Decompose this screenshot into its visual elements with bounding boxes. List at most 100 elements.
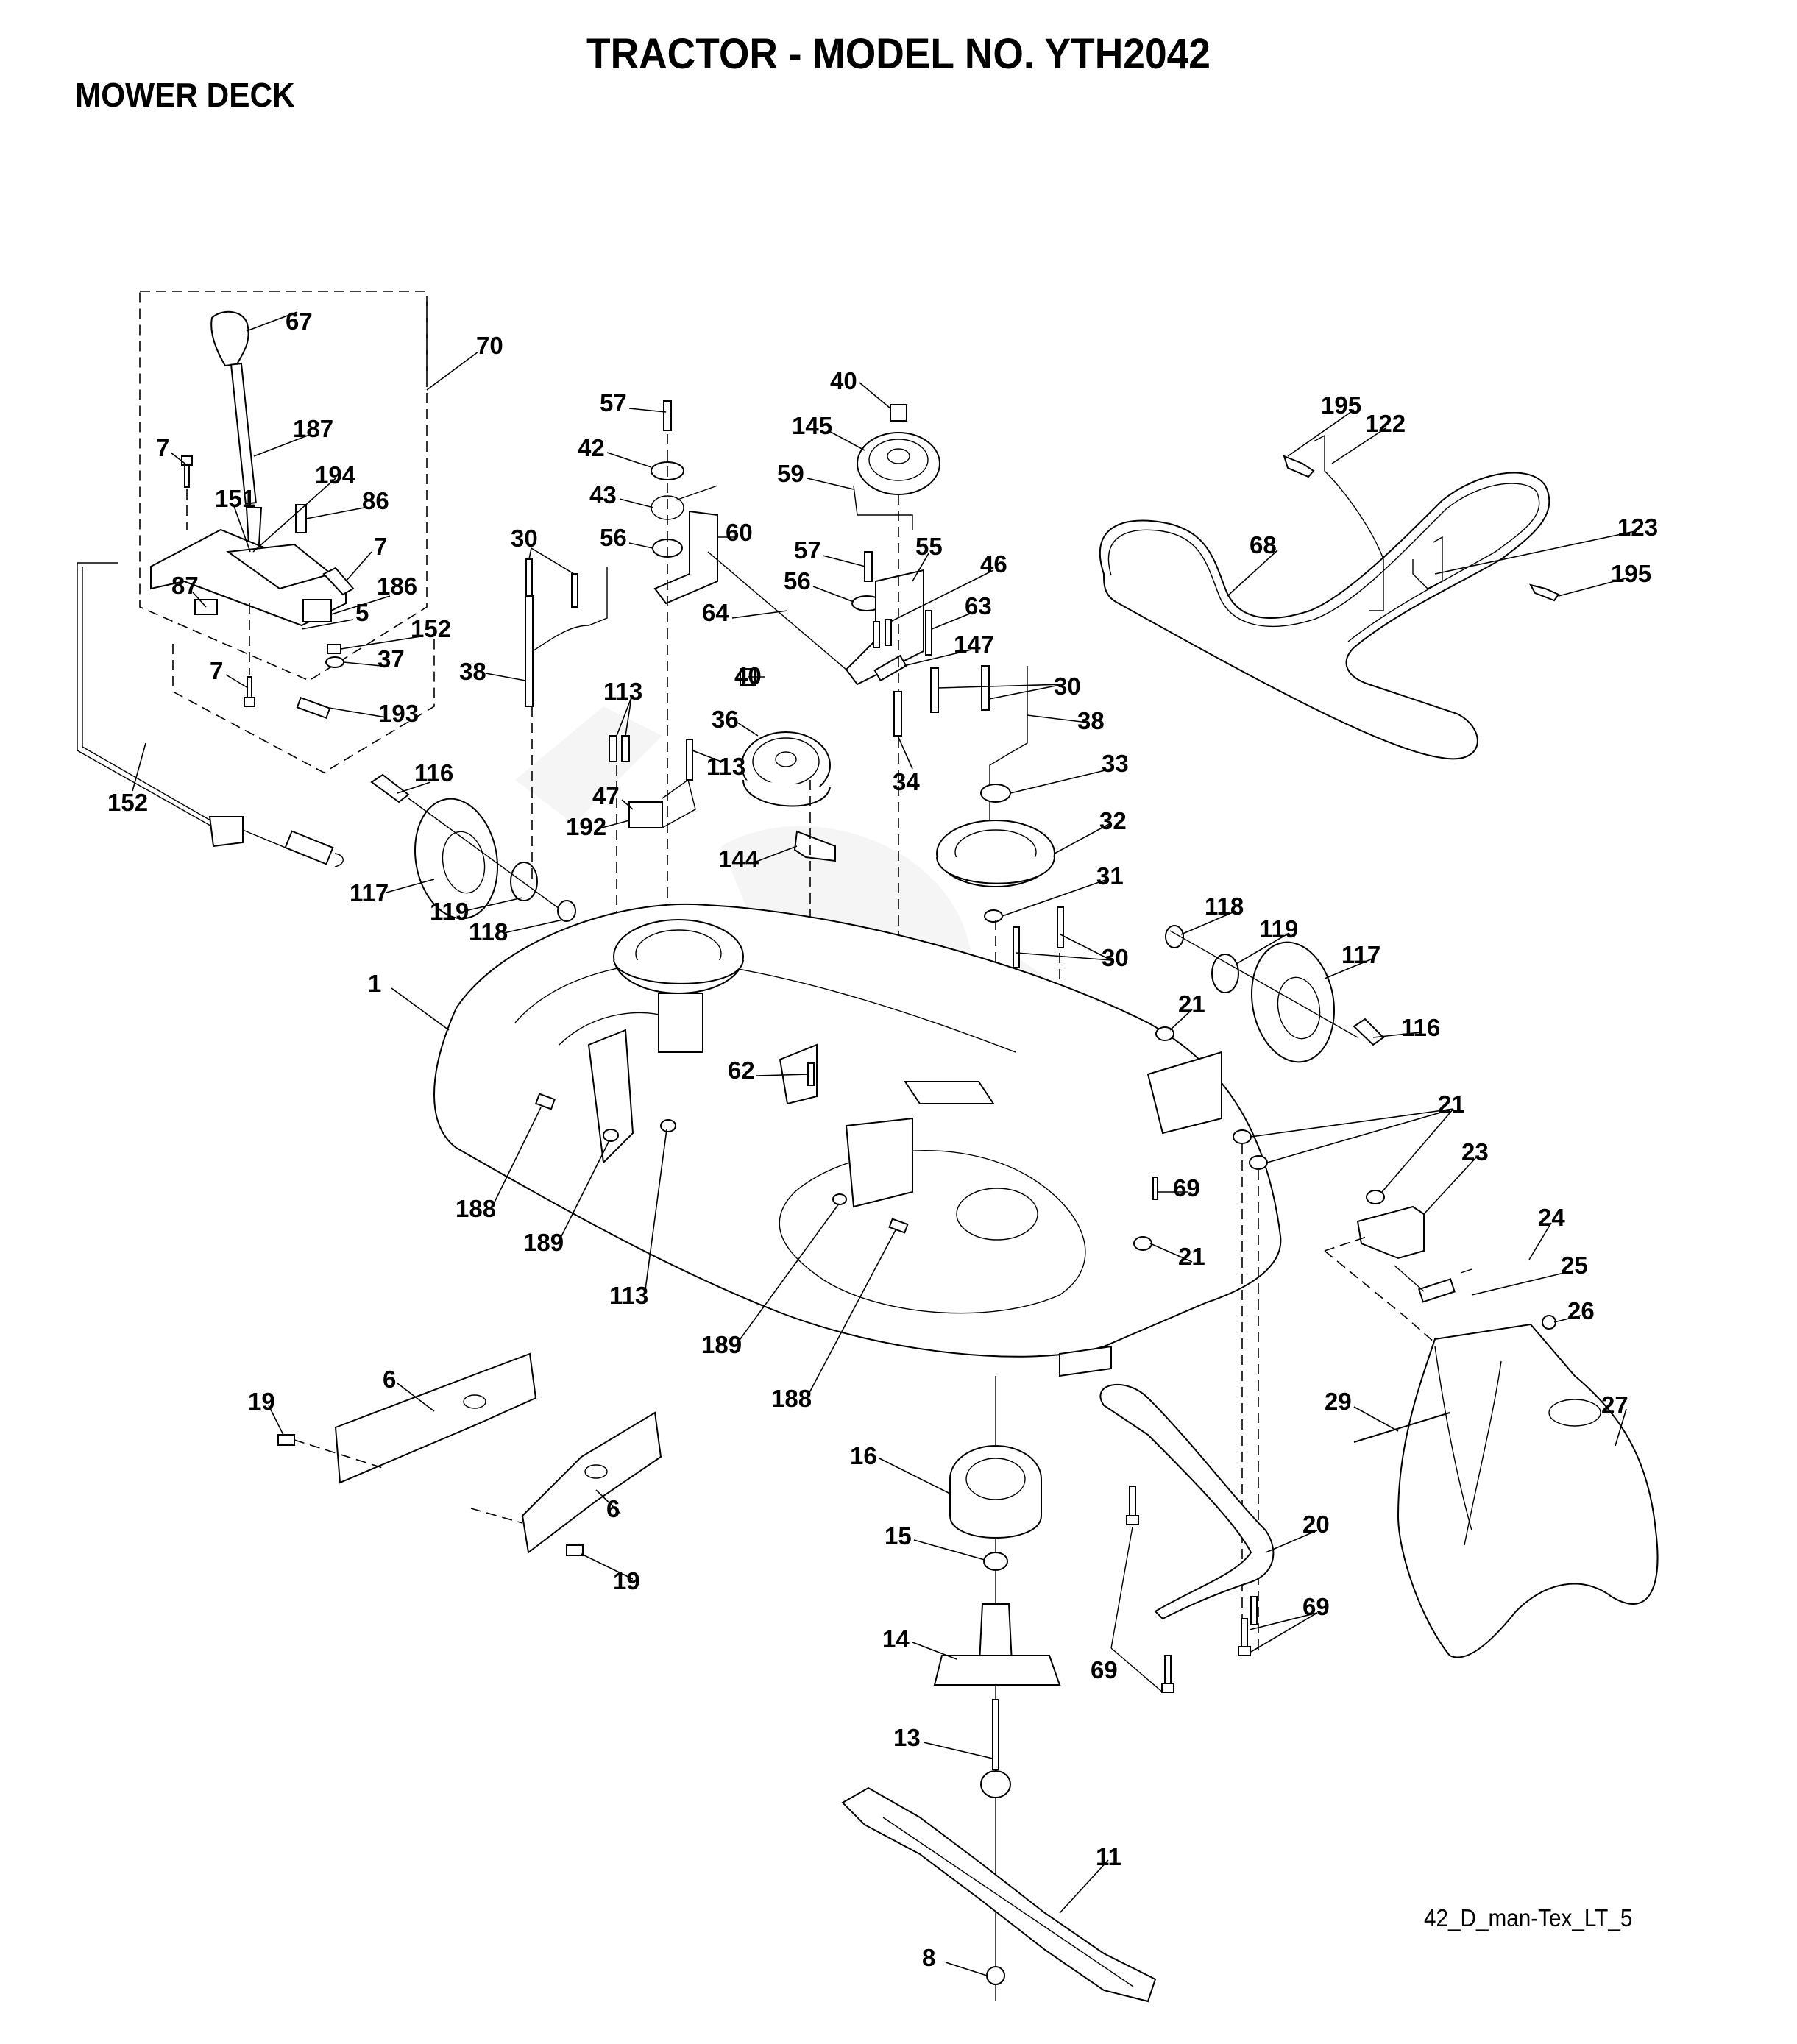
callout-60[interactable]: 60: [726, 519, 753, 546]
callout-32[interactable]: 32: [1099, 807, 1127, 834]
callout-69[interactable]: 69: [1302, 1593, 1330, 1620]
callout-19[interactable]: 19: [248, 1388, 275, 1415]
callout-7[interactable]: 7: [156, 434, 169, 461]
callout-152[interactable]: 152: [107, 789, 148, 816]
callout-116[interactable]: 116: [414, 759, 453, 787]
callout-46[interactable]: 46: [980, 550, 1007, 578]
callout-113[interactable]: 113: [603, 678, 642, 705]
callout-117[interactable]: 117: [1341, 941, 1380, 968]
callout-19[interactable]: 19: [613, 1567, 640, 1594]
callout-6[interactable]: 6: [606, 1495, 620, 1522]
callout-186[interactable]: 186: [377, 572, 417, 600]
callout-62[interactable]: 62: [728, 1057, 755, 1084]
callout-34[interactable]: 34: [893, 768, 920, 795]
section-title: MOWER DECK: [75, 76, 295, 114]
callout-118[interactable]: 118: [1205, 893, 1244, 920]
callout-64[interactable]: 64: [702, 599, 729, 626]
callout-59[interactable]: 59: [777, 460, 804, 487]
callout-63[interactable]: 63: [965, 592, 992, 620]
deck-belt: [1099, 434, 1560, 760]
callout-119[interactable]: 119: [430, 898, 469, 925]
callout-47[interactable]: 47: [592, 782, 620, 809]
callout-5[interactable]: 5: [355, 599, 369, 626]
callout-187[interactable]: 187: [293, 415, 333, 442]
callout-40[interactable]: 40: [734, 662, 762, 689]
callout-57[interactable]: 57: [794, 536, 821, 564]
callout-16[interactable]: 16: [850, 1442, 877, 1469]
callout-56[interactable]: 56: [600, 524, 627, 551]
bolt-7-right: [322, 567, 355, 596]
callout-42[interactable]: 42: [578, 434, 605, 461]
callout-36[interactable]: 36: [712, 706, 739, 733]
callout-116[interactable]: 116: [1401, 1014, 1440, 1041]
callout-13[interactable]: 13: [893, 1724, 921, 1751]
callout-30[interactable]: 30: [1054, 673, 1081, 700]
callout-37[interactable]: 37: [378, 645, 405, 673]
callout-8[interactable]: 8: [922, 1944, 935, 1971]
callout-27[interactable]: 27: [1601, 1391, 1628, 1419]
callout-33[interactable]: 33: [1102, 750, 1129, 777]
leader-lines: [132, 311, 1636, 1976]
callout-87[interactable]: 87: [171, 572, 199, 599]
callout-7[interactable]: 7: [374, 533, 387, 560]
callout-123[interactable]: 123: [1617, 514, 1658, 541]
callout-152[interactable]: 152: [411, 615, 451, 642]
callout-6[interactable]: 6: [383, 1366, 396, 1393]
callout-56[interactable]: 56: [784, 567, 811, 595]
callout-151[interactable]: 151: [215, 485, 255, 512]
callout-11[interactable]: 11: [1096, 1843, 1121, 1870]
callout-30[interactable]: 30: [1102, 944, 1129, 971]
callout-24[interactable]: 24: [1538, 1204, 1565, 1231]
callout-20[interactable]: 20: [1302, 1511, 1330, 1538]
cable-end-152: [327, 644, 341, 654]
callout-15[interactable]: 15: [885, 1522, 912, 1550]
callout-23[interactable]: 23: [1461, 1138, 1489, 1165]
callout-188[interactable]: 188: [771, 1385, 812, 1412]
callout-69[interactable]: 69: [1173, 1174, 1200, 1202]
callout-192[interactable]: 192: [566, 813, 606, 840]
callout-188[interactable]: 188: [456, 1195, 496, 1222]
callout-189[interactable]: 189: [523, 1229, 564, 1256]
callout-30[interactable]: 30: [511, 525, 538, 552]
callout-194[interactable]: 194: [315, 461, 356, 489]
callout-86[interactable]: 86: [362, 487, 389, 514]
callout-67[interactable]: 67: [286, 308, 313, 335]
callout-31[interactable]: 31: [1096, 862, 1124, 890]
callout-40[interactable]: 40: [830, 367, 857, 394]
blade-group: [841, 1786, 1157, 2003]
callout-43[interactable]: 43: [589, 481, 617, 508]
baffle-group: [1099, 1383, 1275, 1693]
callout-21[interactable]: 21: [1178, 1243, 1205, 1270]
callout-118[interactable]: 118: [469, 918, 508, 945]
callout-189[interactable]: 189: [701, 1331, 742, 1358]
callout-113[interactable]: 113: [706, 753, 745, 780]
lift-lever: [210, 310, 263, 545]
callout-14[interactable]: 14: [882, 1625, 910, 1653]
callout-144[interactable]: 144: [718, 845, 759, 873]
callout-21[interactable]: 21: [1178, 990, 1205, 1018]
callout-195[interactable]: 195: [1611, 560, 1651, 587]
callout-7[interactable]: 7: [210, 657, 223, 684]
callout-69[interactable]: 69: [1091, 1656, 1118, 1683]
callout-38[interactable]: 38: [1077, 707, 1105, 734]
callout-29[interactable]: 29: [1325, 1388, 1352, 1415]
callout-145[interactable]: 145: [792, 412, 832, 439]
callout-70[interactable]: 70: [476, 332, 503, 359]
callout-21[interactable]: 21: [1438, 1090, 1465, 1118]
callout-117[interactable]: 117: [350, 879, 389, 906]
callout-38[interactable]: 38: [459, 658, 486, 685]
callout-68[interactable]: 68: [1250, 531, 1277, 558]
callout-147[interactable]: 147: [954, 631, 994, 658]
callout-55[interactable]: 55: [915, 533, 943, 560]
callout-119[interactable]: 119: [1259, 915, 1298, 943]
callout-26[interactable]: 26: [1567, 1297, 1595, 1324]
callout-57[interactable]: 57: [600, 389, 627, 416]
callout-195[interactable]: 195: [1321, 391, 1361, 419]
callout-1[interactable]: 1: [368, 970, 381, 997]
callout-25[interactable]: 25: [1561, 1252, 1588, 1279]
callout-122[interactable]: 122: [1365, 410, 1406, 437]
callout-113[interactable]: 113: [609, 1282, 648, 1309]
callout-193[interactable]: 193: [378, 700, 419, 727]
deck-hanger-left: [277, 1352, 537, 1484]
